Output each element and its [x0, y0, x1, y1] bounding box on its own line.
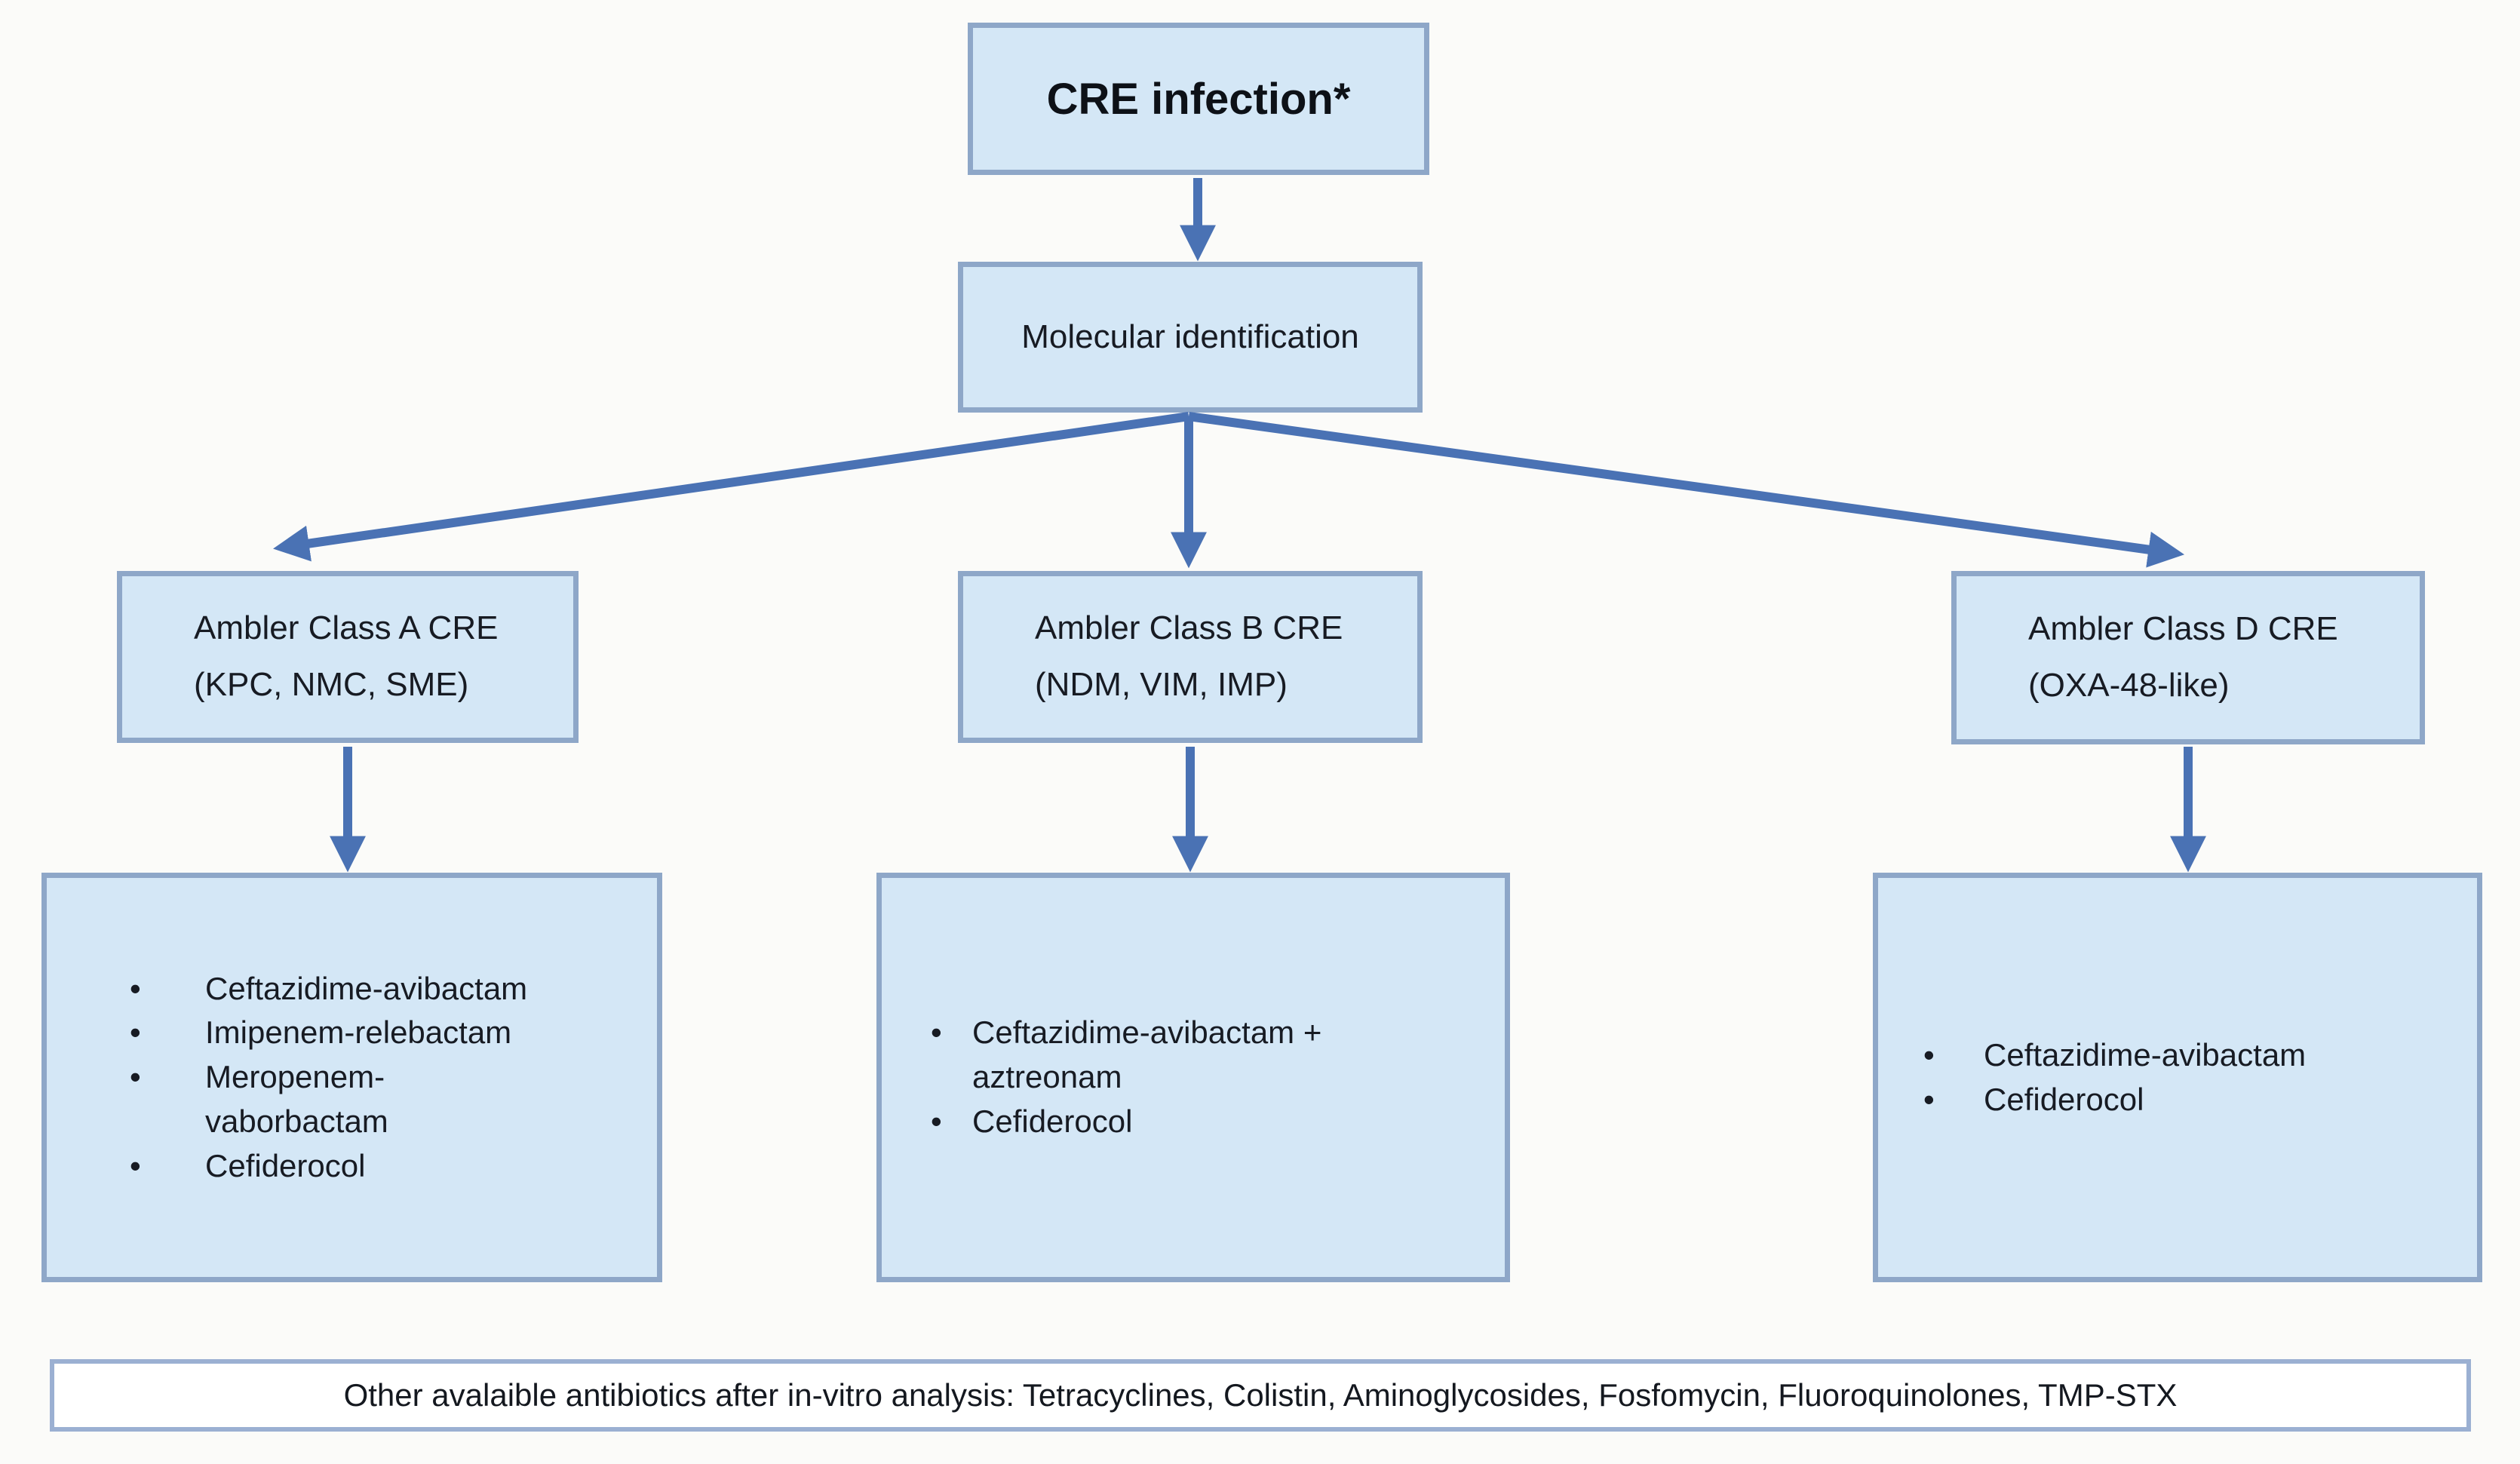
- bullet-marker: •: [130, 1014, 141, 1051]
- node-class-d: Ambler Class D CRE (OXA-48-like): [1951, 571, 2425, 744]
- treatment-label: Ceftazidime-avibactam: [205, 970, 528, 1006]
- arrow-molecular-to-class-a: [272, 412, 1189, 562]
- arrow-molecular-to-class-d: [1188, 412, 2185, 568]
- treatment-item: • Ceftazidime-avibactam: [1923, 1033, 2376, 1078]
- molecular-identification-label: Molecular identification: [1021, 318, 1359, 355]
- treatments-class-d-list: • Ceftazidime-avibactam • Cefiderocol: [1923, 1033, 2376, 1122]
- bullet-marker: •: [1923, 1036, 1935, 1073]
- node-class-b: Ambler Class B CRE (NDM, VIM, IMP): [958, 571, 1423, 743]
- treatment-label: Cefiderocol: [972, 1103, 1133, 1139]
- treatment-item: • Ceftazidime-avibactam: [130, 967, 545, 1011]
- bullet-marker: •: [931, 1014, 942, 1051]
- treatment-label: Cefiderocol: [205, 1147, 366, 1183]
- class-d-label: Ambler Class D CRE (OXA-48-like): [2028, 601, 2338, 714]
- class-b-label: Ambler Class B CRE (NDM, VIM, IMP): [1035, 600, 1343, 714]
- footer-note-bar: Other avalaible antibiotics after in-vit…: [50, 1359, 2471, 1432]
- treatment-item: • Meropenem-vaborbactam: [130, 1055, 545, 1144]
- node-class-a: Ambler Class A CRE (KPC, NMC, SME): [117, 571, 579, 743]
- bullet-marker: •: [1923, 1081, 1935, 1117]
- node-treatments-class-d: • Ceftazidime-avibactam • Cefiderocol: [1873, 873, 2482, 1282]
- class-b-genes: (NDM, VIM, IMP): [1035, 666, 1288, 703]
- node-molecular-identification: Molecular identification: [958, 262, 1423, 413]
- class-a-label: Ambler Class A CRE (KPC, NMC, SME): [194, 600, 498, 714]
- class-d-name: Ambler Class D CRE: [2028, 610, 2338, 648]
- treatment-label: Ceftazidime-avibactam: [1984, 1036, 2307, 1073]
- node-treatments-class-a: • Ceftazidime-avibactam • Imipenem-releb…: [41, 873, 662, 1282]
- bullet-marker: •: [931, 1103, 942, 1139]
- treatment-item: • Cefiderocol: [1923, 1078, 2376, 1122]
- treatment-item: • Imipenem-relebactam: [130, 1011, 545, 1055]
- node-treatments-class-b: • Ceftazidime-avibactam + aztreonam • Ce…: [876, 873, 1510, 1282]
- class-a-name: Ambler Class A CRE: [194, 609, 499, 647]
- treatment-label: Ceftazidime-avibactam + aztreonam: [972, 1014, 1322, 1095]
- treatments-class-b-list: • Ceftazidime-avibactam + aztreonam • Ce…: [931, 1011, 1395, 1143]
- footer-note-text: Other avalaible antibiotics after in-vit…: [343, 1377, 2178, 1413]
- treatment-label: Meropenem-vaborbactam: [205, 1059, 388, 1139]
- class-d-genes: (OXA-48-like): [2028, 667, 2230, 704]
- node-cre-infection: CRE infection*: [968, 23, 1429, 175]
- bullet-marker: •: [130, 1147, 141, 1183]
- treatment-item: • Cefiderocol: [931, 1100, 1395, 1144]
- treatment-label: Cefiderocol: [1984, 1081, 2144, 1117]
- bullet-marker: •: [130, 1059, 141, 1095]
- treatments-class-a-list: • Ceftazidime-avibactam • Imipenem-releb…: [130, 967, 545, 1189]
- bullet-marker: •: [130, 970, 141, 1006]
- treatment-item: • Ceftazidime-avibactam + aztreonam: [931, 1011, 1395, 1100]
- treatment-label: Imipenem-relebactam: [205, 1014, 512, 1051]
- class-a-genes: (KPC, NMC, SME): [194, 666, 469, 703]
- class-b-name: Ambler Class B CRE: [1035, 609, 1343, 647]
- treatment-item: • Cefiderocol: [130, 1144, 545, 1189]
- cre-infection-label: CRE infection*: [1046, 74, 1351, 124]
